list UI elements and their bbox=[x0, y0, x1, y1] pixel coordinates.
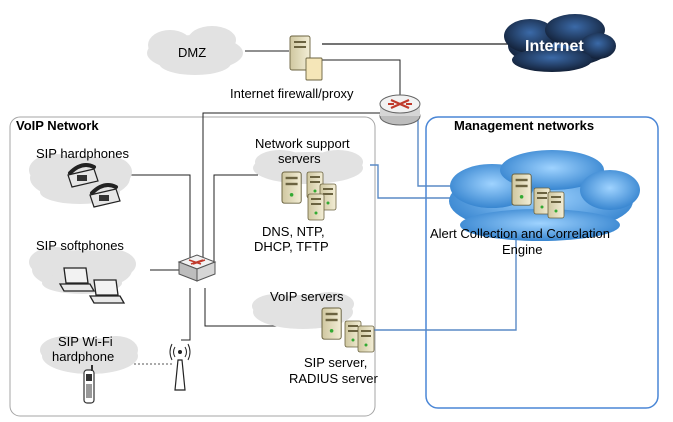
voip-network-title: VoIP Network bbox=[16, 118, 99, 133]
voip-servers-detail-2: RADIUS server bbox=[289, 371, 379, 386]
access-point-icon bbox=[169, 343, 191, 391]
network-support-services-2: DHCP, TFTP bbox=[254, 239, 329, 254]
switch-icon bbox=[177, 254, 217, 282]
link-firewall-router bbox=[322, 59, 401, 95]
wifi-phone-icon bbox=[83, 365, 95, 404]
network-support-services-1: DNS, NTP, bbox=[262, 224, 325, 239]
link-switch-ap bbox=[181, 288, 191, 341]
sip-softphones-label: SIP softphones bbox=[36, 238, 124, 253]
alert-engine-label-1: Alert Collection and Correlation bbox=[430, 226, 610, 241]
link-router-switch bbox=[202, 112, 393, 262]
firewall-label: Internet firewall/proxy bbox=[230, 86, 354, 101]
dmz-label: DMZ bbox=[178, 45, 206, 60]
link-voip-alert bbox=[370, 232, 517, 331]
sip-wifi-label-2: hardphone bbox=[52, 349, 114, 364]
management-networks-title: Management networks bbox=[454, 118, 594, 133]
voip-servers-label: VoIP servers bbox=[270, 289, 344, 304]
sip-wifi-label-1: SIP Wi-Fi bbox=[58, 334, 113, 349]
dmz-cloud bbox=[147, 26, 243, 75]
alert-engine-label-2: Engine bbox=[502, 242, 542, 257]
firewall-server-icon bbox=[289, 35, 323, 81]
sip-hardphones-label: SIP hardphones bbox=[36, 146, 129, 161]
internet-cloud bbox=[504, 14, 616, 72]
internet-label: Internet bbox=[525, 38, 584, 55]
voip-servers-detail-1: SIP server, bbox=[304, 355, 367, 370]
wifi-cloud bbox=[40, 336, 138, 374]
network-support-label-1: Network support bbox=[255, 136, 350, 151]
router-icon bbox=[379, 94, 421, 126]
link-switch-support bbox=[213, 174, 258, 262]
network-support-label-2: servers bbox=[278, 151, 321, 166]
support-cloud bbox=[253, 150, 363, 184]
link-hardphones-switch bbox=[122, 174, 191, 260]
link-support-alert bbox=[370, 164, 450, 199]
